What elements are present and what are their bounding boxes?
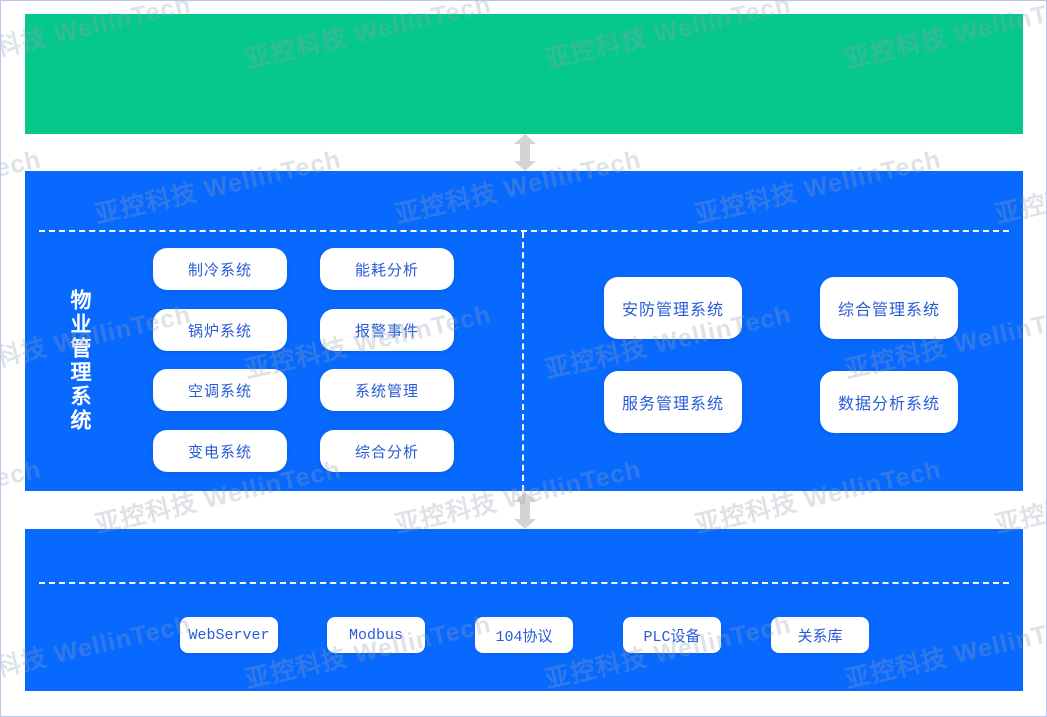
module-card-label: 系统管理 — [354, 382, 419, 400]
module-card-label: 能耗分析 — [354, 261, 419, 279]
protocol-chip-plc-device[interactable]: PLC设备 — [623, 617, 721, 653]
module-card-label: 安防管理系统 — [621, 302, 724, 319]
protocol-chip-modbus[interactable]: Modbus — [327, 617, 425, 653]
protocol-chip-label: 104协议 — [495, 628, 553, 646]
data-layer-band — [25, 529, 1023, 691]
double-arrow-vertical-icon-portal-to-module — [514, 134, 536, 171]
double-arrow-vertical-icon-module-to-data — [514, 492, 536, 529]
protocol-chip-label: PLC设备 — [643, 628, 701, 646]
module-layer-divider-horizontal — [39, 230, 1009, 232]
module-card-label: 锅炉系统 — [187, 322, 252, 340]
module-card-label: 空调系统 — [187, 382, 252, 400]
data-layer-divider-horizontal — [39, 582, 1009, 584]
module-card-boiler-system[interactable]: 锅炉系统 — [153, 309, 287, 351]
module-card-data-analysis-system[interactable]: 数据分析系统 — [820, 371, 958, 433]
protocol-chip-label: 关系库 — [797, 628, 843, 646]
module-card-label: 变电系统 — [187, 443, 252, 461]
module-card-system-management[interactable]: 系统管理 — [320, 369, 454, 411]
module-layer-divider-vertical — [522, 232, 524, 491]
module-card-substation-system[interactable]: 变电系统 — [153, 430, 287, 472]
portal-layer-band — [25, 14, 1023, 134]
protocol-chip-relational-db[interactable]: 关系库 — [771, 617, 869, 653]
protocol-chip-label: WebServer — [188, 626, 270, 644]
module-card-cooling-system[interactable]: 制冷系统 — [153, 248, 287, 290]
module-card-alarm-events[interactable]: 报警事件 — [320, 309, 454, 351]
protocol-chip-iec104[interactable]: 104协议 — [475, 617, 573, 653]
module-card-service-management-system[interactable]: 服务管理系统 — [604, 371, 742, 433]
module-card-label: 报警事件 — [354, 322, 419, 340]
module-card-label: 数据分析系统 — [837, 396, 940, 413]
module-card-label: 综合分析 — [354, 443, 419, 461]
module-card-energy-analysis[interactable]: 能耗分析 — [320, 248, 454, 290]
module-card-label: 服务管理系统 — [621, 396, 724, 413]
protocol-chip-label: Modbus — [348, 626, 403, 644]
module-card-label: 制冷系统 — [187, 261, 252, 279]
module-card-label: 综合管理系统 — [837, 302, 940, 319]
module-card-security-management-system[interactable]: 安防管理系统 — [604, 277, 742, 339]
protocol-chip-webserver[interactable]: WebServer — [180, 617, 278, 653]
module-layer-side-label: 物业管理系统 — [68, 289, 92, 433]
module-card-comprehensive-analysis[interactable]: 综合分析 — [320, 430, 454, 472]
module-card-hvac-system[interactable]: 空调系统 — [153, 369, 287, 411]
module-card-integrated-management-system[interactable]: 综合管理系统 — [820, 277, 958, 339]
